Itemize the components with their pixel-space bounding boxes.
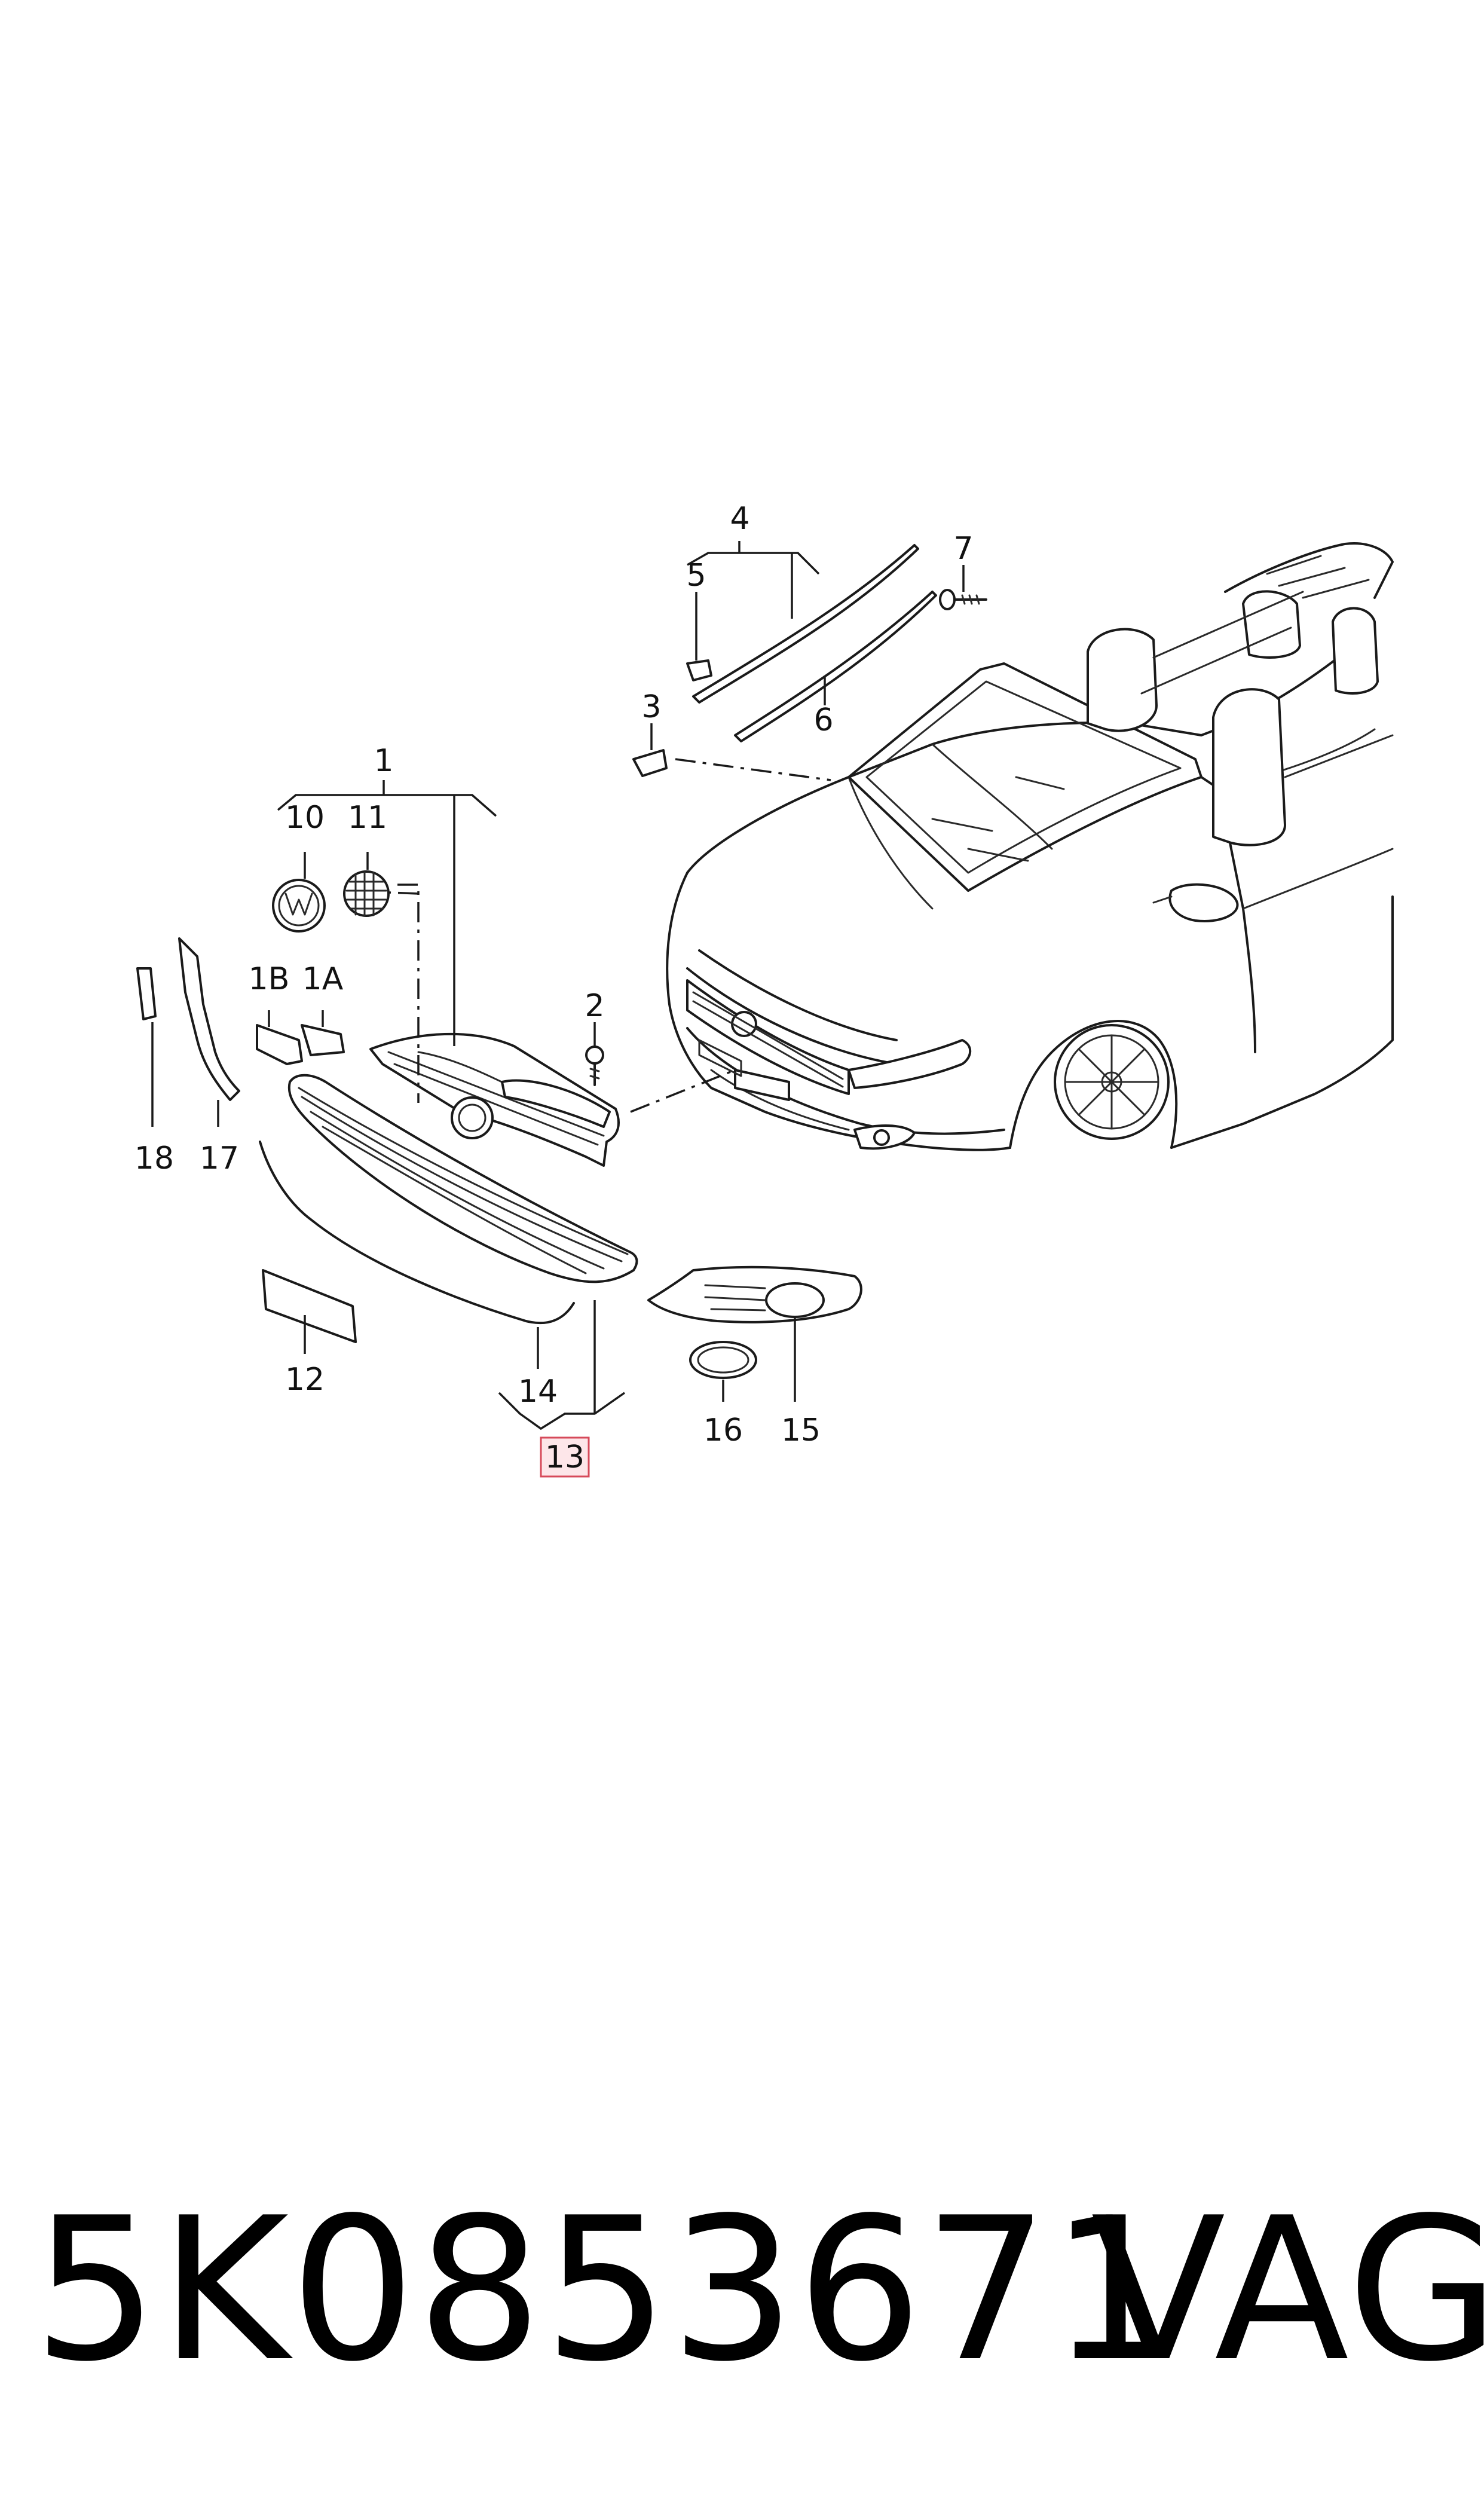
bracket-part-1A: [301, 1024, 345, 1056]
callout-1B: 1B: [249, 961, 290, 997]
part-number: 5K0853671: [33, 2175, 1177, 2405]
callout-13: 13: [545, 1439, 585, 1475]
parts: [136, 544, 987, 1379]
callout-18: 18: [134, 1141, 174, 1176]
callout-4: 4: [730, 501, 749, 537]
callout-13-highlight: [540, 1436, 590, 1478]
callout-16: 16: [703, 1413, 743, 1448]
bracket-part-3: [632, 749, 668, 777]
screw-part-7: [939, 589, 987, 610]
leader-lines: [151, 541, 965, 1430]
callout-2: 2: [585, 988, 604, 1024]
callout-6: 6: [813, 702, 833, 738]
callout-10: 10: [285, 800, 325, 836]
callout-3: 3: [641, 689, 661, 725]
lower-grille-part-13: [287, 1074, 638, 1283]
moulding-strip-upper: [692, 544, 919, 704]
ring-part-16: [689, 1341, 757, 1379]
footer: 5K0853671 VAG: [33, 2175, 1484, 2405]
callout-1: 1: [374, 743, 393, 779]
emblem-part-10: [272, 879, 326, 933]
callout-14: 14: [518, 1374, 558, 1410]
moulding-strip-lower: [734, 591, 937, 742]
screw-part-2: [585, 1045, 604, 1086]
brand-label: VAG: [1091, 2175, 1484, 2405]
trim-strip-part-14: [259, 1141, 575, 1325]
clip-part-5: [686, 659, 712, 681]
strip-part-18: [136, 967, 157, 1020]
callout-7: 7: [953, 531, 973, 567]
callout-labels: 4 7 5 6 3 1 10 11 1B 1A 2 18 17 12 14 16…: [134, 501, 974, 1478]
callout-15: 15: [781, 1413, 821, 1448]
fog-trim-part-15: [647, 1265, 862, 1323]
bracket-part-1B: [256, 1024, 303, 1065]
callout-5: 5: [686, 558, 706, 594]
callout-11: 11: [348, 800, 387, 836]
side-trim-part-17: [178, 937, 240, 1101]
upper-grille-part-1: [369, 1032, 620, 1167]
callout-1A: 1A: [302, 961, 344, 997]
callout-17: 17: [200, 1141, 239, 1176]
callout-12: 12: [285, 1362, 325, 1398]
car-illustration: [666, 542, 1394, 1151]
mesh-part-11: [343, 870, 390, 917]
plate-bracket-part-12: [262, 1269, 357, 1343]
